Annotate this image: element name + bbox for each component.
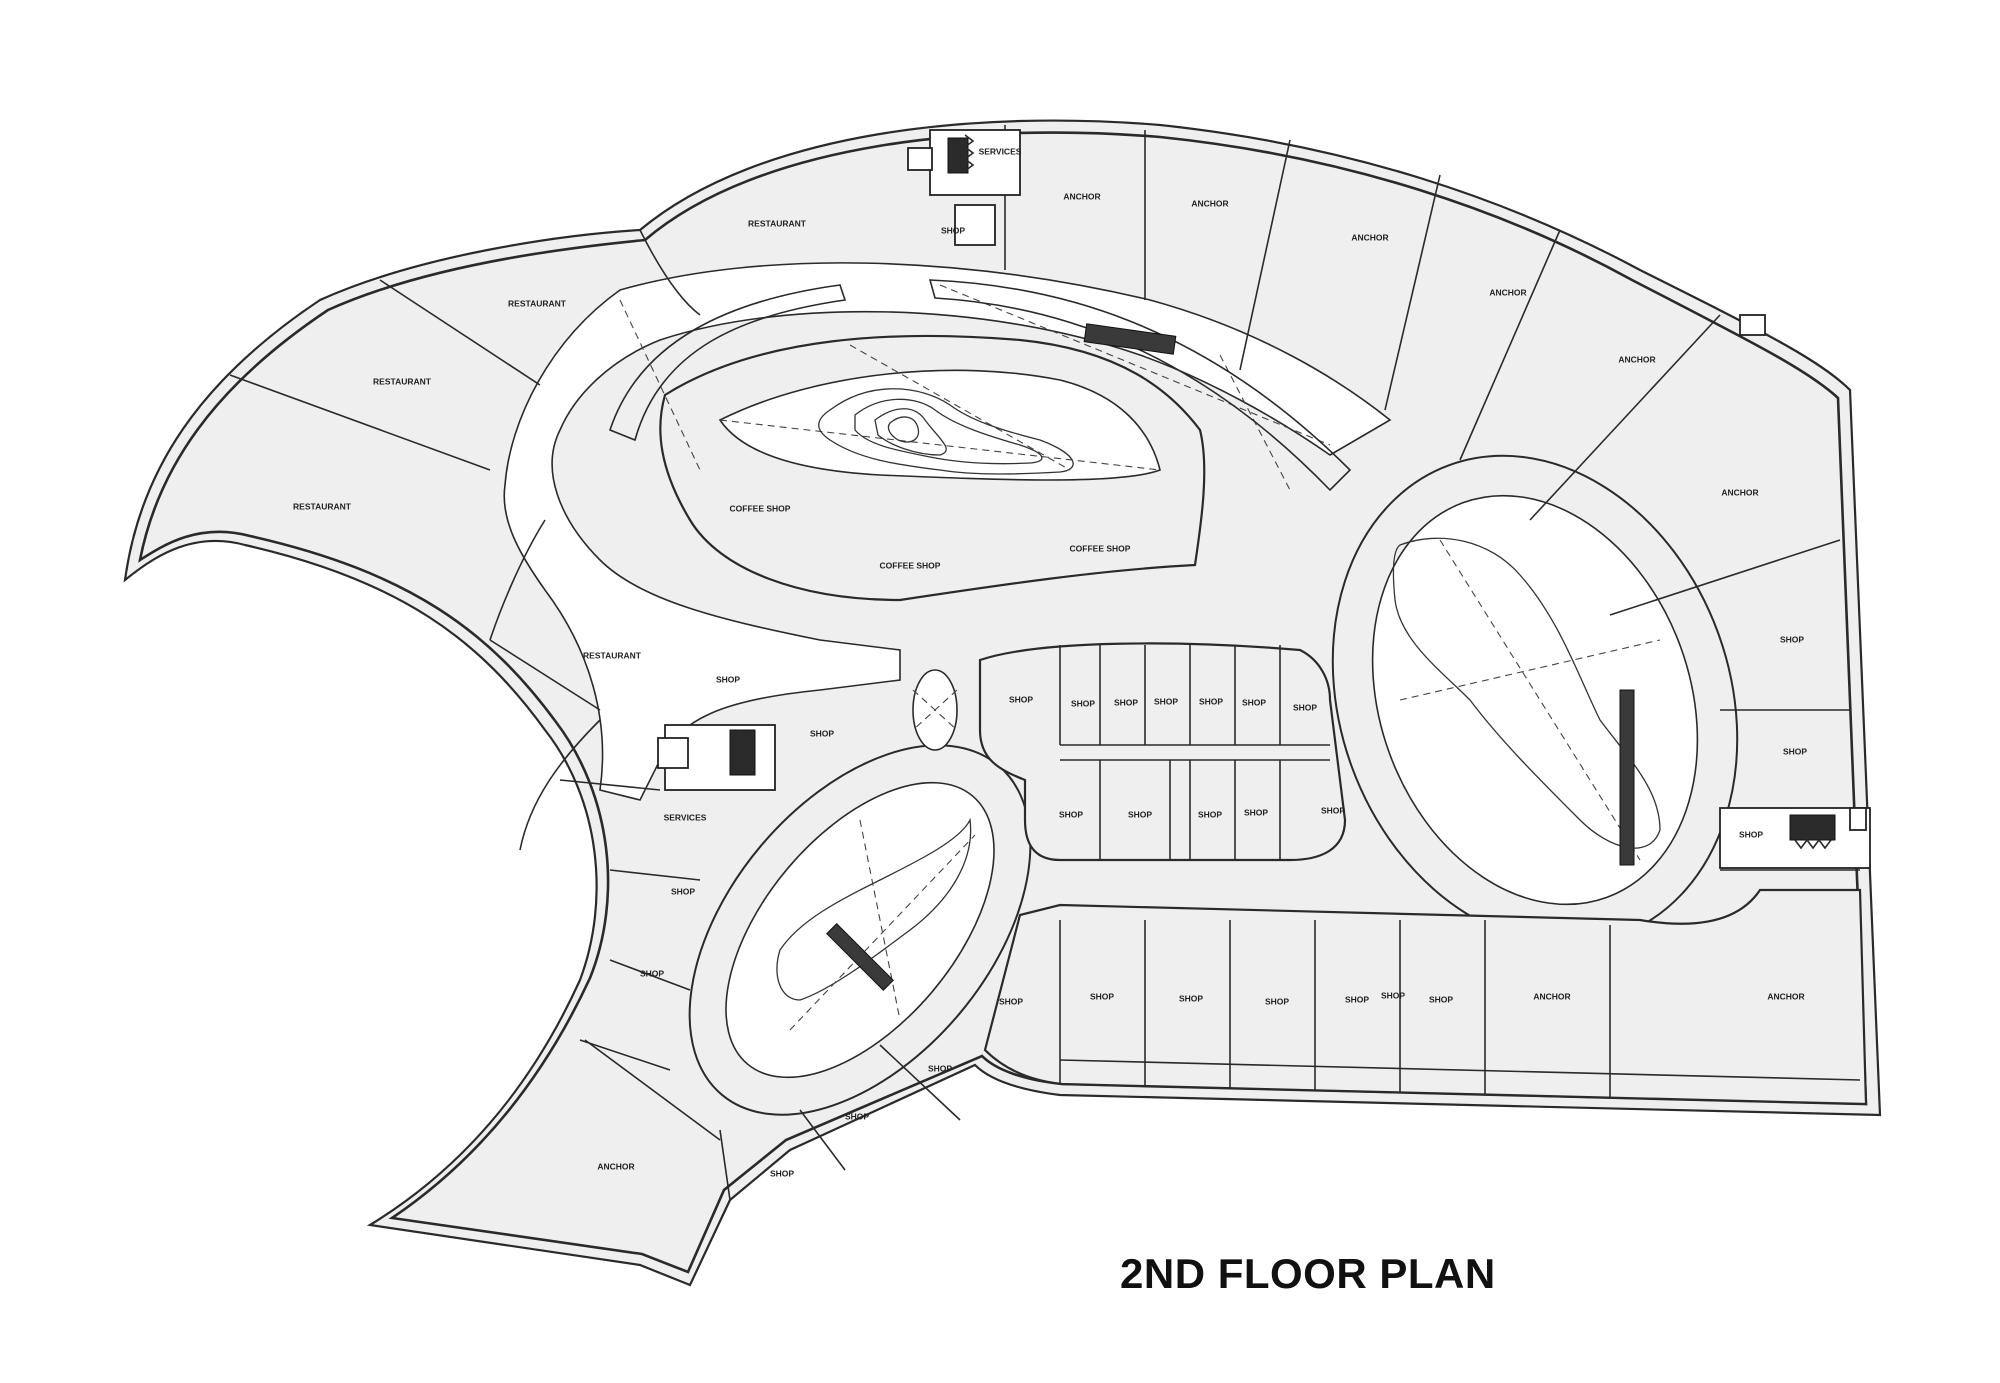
label-shop-b1: SHOP (1090, 991, 1114, 1001)
label-shop-b4: SHOP (1345, 994, 1369, 1004)
label-coffee-1: COFFEE SHOP (730, 503, 791, 513)
label-shop-c9: SHOP (1128, 809, 1152, 819)
label-shop-c4: SHOP (1154, 696, 1178, 706)
label-anchor-8: ANCHOR (1767, 991, 1804, 1001)
atrium-dash-3 (619, 299, 701, 471)
label-restaurant-3: RESTAURANT (373, 376, 432, 386)
label-shop-c1: SHOP (1009, 694, 1033, 704)
label-shop-r3: SHOP (999, 996, 1023, 1006)
bottom-unit-strip (983, 888, 1868, 1106)
label-restaurant-4: RESTAURANT (293, 501, 352, 511)
label-shop-s3: SHOP (1381, 990, 1405, 1000)
label-anchor-9: ANCHOR (597, 1161, 634, 1171)
small-lobby-dash (912, 689, 958, 731)
lower-wedge-dividers (584, 1039, 961, 1201)
label-anchor-3: ANCHOR (1351, 232, 1388, 242)
label-coffee-2: COFFEE SHOP (880, 560, 941, 570)
escalator-top (1083, 323, 1177, 355)
label-shop-left-b: SHOP (810, 728, 834, 738)
service-core-left (657, 724, 776, 791)
label-anchor-4: ANCHOR (1489, 287, 1526, 297)
label-shop-b3: SHOP (1265, 996, 1289, 1006)
building-footprint-inner (138, 131, 1868, 1274)
label-anchor-6: ANCHOR (1721, 487, 1758, 497)
right-atrium-void (1371, 494, 1699, 906)
service-core-small-right (1739, 314, 1766, 336)
label-restaurant-1: RESTAURANT (748, 218, 807, 228)
sculpture-contour-1 (818, 388, 1074, 475)
label-shop-c7: SHOP (1293, 702, 1317, 712)
label-shop-r2: SHOP (1783, 746, 1807, 756)
sculpture-contour-4 (887, 416, 920, 443)
lower-atrium-void (725, 781, 995, 1079)
right-atrium-dash-1 (1439, 539, 1641, 861)
central-shop-dividers (1059, 645, 1330, 860)
atrium-dash-2 (849, 344, 1071, 471)
upper-strip-left (609, 284, 847, 442)
label-shop-left-d: SHOP (640, 968, 664, 978)
atrium-dash-1 (719, 419, 1161, 471)
bottom-unit-dividers (1059, 920, 1861, 1097)
label-shop-c3: SHOP (1114, 697, 1138, 707)
sculpture-contour-2 (854, 398, 1043, 465)
upper-atrium-void (718, 369, 1161, 481)
main-concourse (503, 262, 1392, 801)
label-anchor-7: ANCHOR (1533, 991, 1570, 1001)
lower-atrium-dash-2 (859, 819, 901, 1021)
label-restaurant-2: RESTAURANT (508, 298, 567, 308)
unit-labels: SERVICES SHOP RESTAURANT RESTAURANT REST… (293, 146, 1807, 1178)
plan-title: 2ND FLOOR PLAN (1120, 1250, 1496, 1297)
label-shop-b6: SHOP (928, 1063, 952, 1073)
label-shop-c2: SHOP (1071, 698, 1095, 708)
label-services-left: SERVICES (664, 812, 707, 822)
label-shop-r1: SHOP (1780, 634, 1804, 644)
atrium-dash-4 (939, 284, 1331, 446)
escalator-lower (826, 923, 894, 991)
label-shop-b5: SHOP (1429, 994, 1453, 1004)
label-shop-c6: SHOP (1242, 697, 1266, 707)
label-shop-left-a: SHOP (716, 674, 740, 684)
label-shop-s1: SHOP (845, 1111, 869, 1121)
central-shop-block (978, 642, 1347, 862)
label-anchor-1: ANCHOR (1063, 191, 1100, 201)
label-coffee-3: COFFEE SHOP (1070, 543, 1131, 553)
left-unit-dividers (229, 279, 701, 1071)
label-services-top: SERVICES (979, 146, 1022, 156)
right-atrium-contour (1392, 537, 1661, 849)
label-shop-c10: SHOP (1198, 809, 1222, 819)
top-unit-dividers (639, 125, 1860, 871)
label-shop-c13: SHOP (1739, 829, 1763, 839)
label-restaurant-5: RESTAURANT (583, 650, 642, 660)
label-anchor-2: ANCHOR (1191, 198, 1228, 208)
escalator-right (1619, 689, 1635, 866)
label-shop-c12: SHOP (1321, 805, 1345, 815)
label-shop-left-c: SHOP (671, 886, 695, 896)
label-shop-b2: SHOP (1179, 993, 1203, 1003)
lower-atrium-contour (776, 817, 972, 1001)
sculpture-contour-3 (874, 408, 947, 456)
service-core-top (907, 129, 1021, 246)
label-shop-c5: SHOP (1199, 696, 1223, 706)
service-core-right (1719, 807, 1871, 869)
label-shop-c8: SHOP (1059, 809, 1083, 819)
right-atrium-dash-2 (1399, 639, 1661, 701)
label-shop-s2: SHOP (770, 1168, 794, 1178)
label-shop-c11: SHOP (1244, 807, 1268, 817)
label-shop-top: SHOP (941, 225, 965, 235)
label-anchor-5: ANCHOR (1618, 354, 1655, 364)
upper-strip-right (928, 279, 1352, 492)
